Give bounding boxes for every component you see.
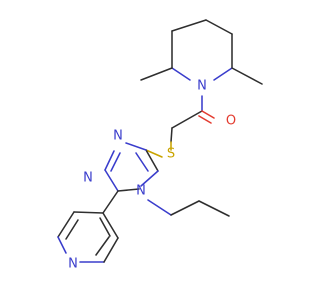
bond-triazole-n1-n2-double [110, 152, 121, 172]
bond-triazole-pyridine [102, 190, 119, 214]
bond-pyridine-inner-1 [65, 219, 79, 240]
propyl-group [147, 199, 230, 217]
bond-piperidine-c1-c2 [171, 19, 207, 32]
bond-piperidine-c4-n [213, 67, 233, 81]
atom-n-pyridine: N [68, 257, 78, 272]
bond-carbonyl-o-1 [201, 110, 215, 119]
bond-propyl-2-3 [198, 200, 230, 217]
atom-n-piperidine: N [197, 79, 207, 94]
atom-n-triazole-1: N [113, 129, 123, 144]
bond-pyridine-inner-3 [99, 217, 111, 237]
bond-carbonyl-o-2 [198, 115, 212, 124]
bond-methyl-right [231, 67, 263, 85]
bond-pyridine-c2-c3 [57, 211, 75, 238]
bond-carbonyl-carbon-ch2 [171, 110, 203, 129]
amide-linker: O S [145, 95, 236, 162]
bond-ch2-s-left [170, 127, 173, 143]
atom-n-triazole-4: N [136, 184, 146, 199]
bond-triazole-c4-c5 [117, 188, 140, 192]
atom-s-thioether: S [167, 147, 175, 162]
bond-pyridine-c5-c1 [102, 212, 119, 239]
piperidine-ring: N [140, 19, 263, 94]
bond-piperidine-n-c5 [171, 67, 191, 81]
bond-n4-propyl [147, 199, 172, 216]
triazole-ring: N N N [83, 129, 159, 199]
bond-triazole-c3-c5-double [135, 152, 149, 172]
bond-pyridine-c4-c5 [103, 237, 119, 263]
bond-pyridine-inner-2 [95, 236, 110, 256]
atom-o-carbonyl: O [226, 114, 236, 129]
atom-n-triazole-2: N [83, 171, 93, 186]
bond-methyl-left [140, 67, 173, 81]
pyridine-ring: N [57, 190, 119, 272]
bond-pyridine-c3-n [57, 236, 67, 254]
bond-triazole-n2-c4 [104, 169, 119, 192]
bond-triazole-n1-c3 [125, 142, 147, 151]
bond-triazole-n1-n2 [104, 150, 115, 171]
bond-triazole-c5-n4 [140, 170, 159, 187]
bond-s-triazole [145, 149, 163, 158]
molecule-canvas: N O S N N N [57, 19, 263, 272]
bond-propyl-1-2 [170, 200, 200, 216]
bond-triazole-c3-c5 [145, 149, 159, 172]
bond-piperidine-c2-c3 [205, 19, 233, 35]
molecule-structure: N O S N N N [57, 19, 263, 272]
bond-pyridine-c1-c2 [73, 211, 104, 214]
